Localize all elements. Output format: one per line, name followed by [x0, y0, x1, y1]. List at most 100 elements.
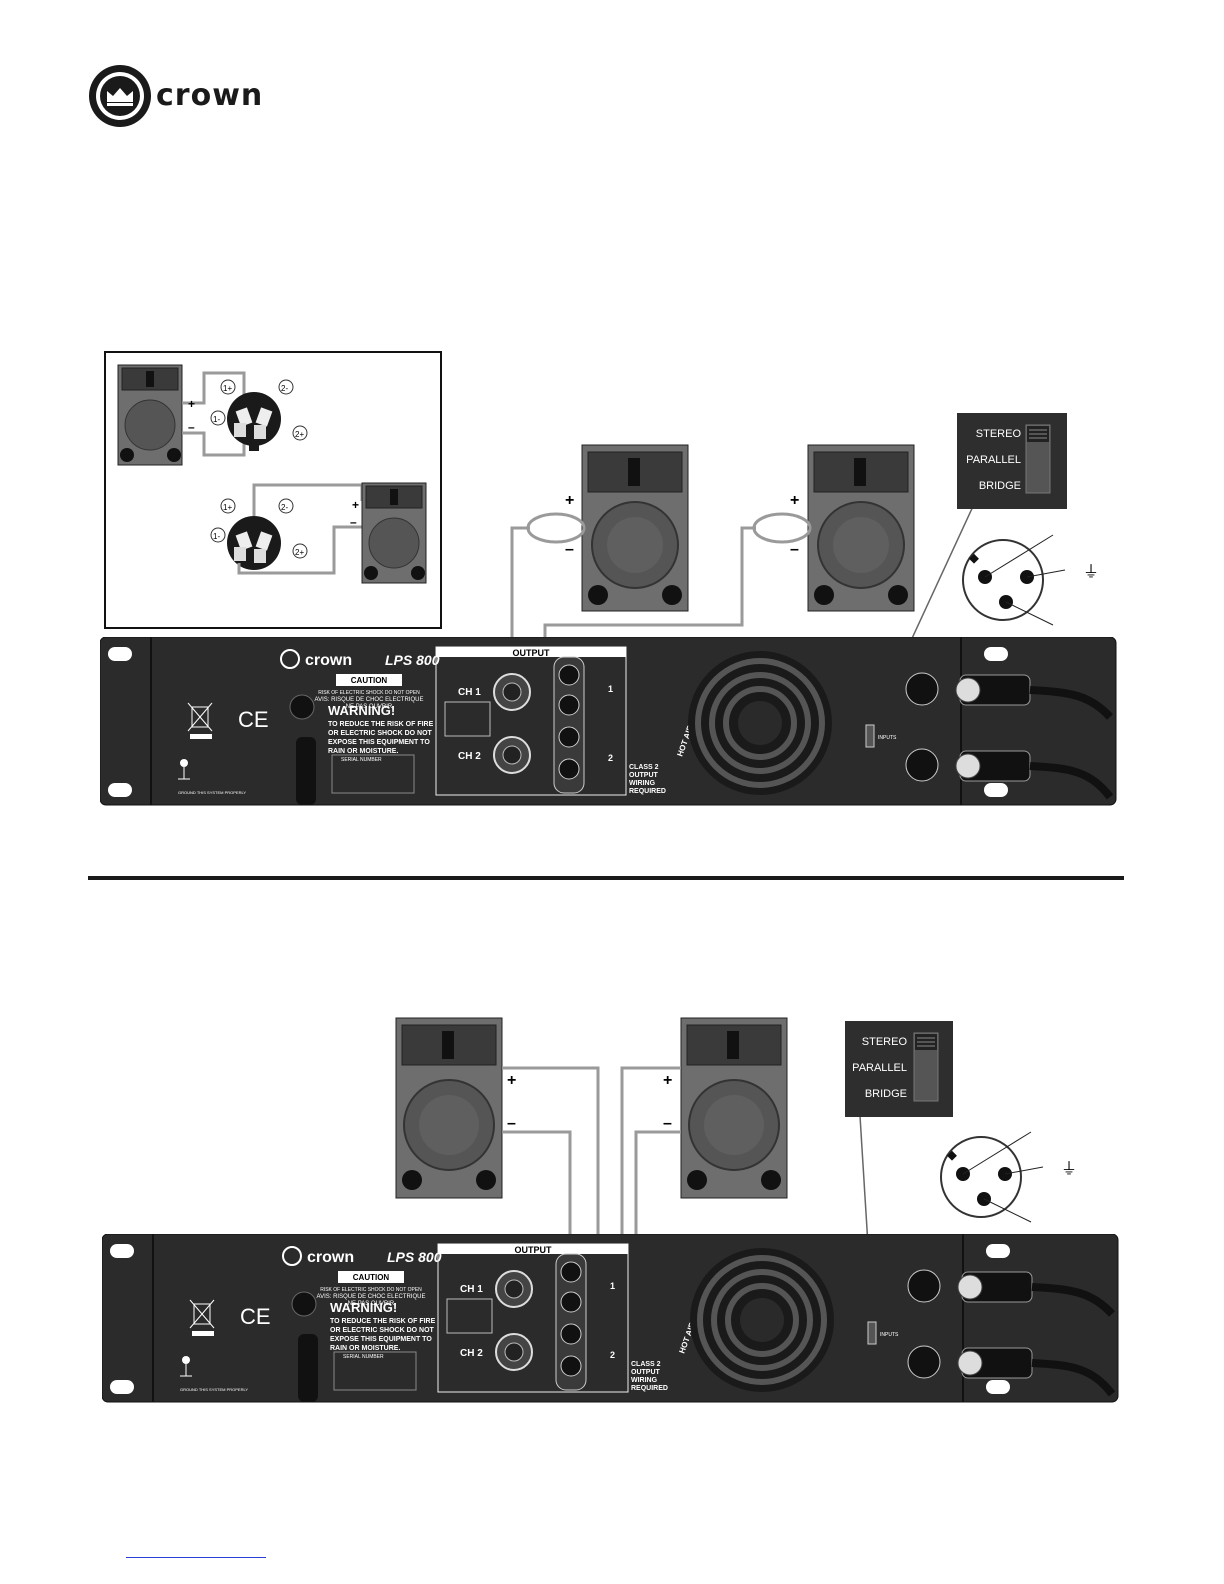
amp-bottom-warn-3: EXPOSE THIS EQUIPMENT TO [330, 1336, 432, 1343]
inset-diagram: + – 1+ 2- 1- 2+ 1+ 2- 1- 2+ + – [117, 364, 427, 584]
footer-link-underline[interactable] [126, 1557, 266, 1558]
crown-emblem-icon [89, 65, 151, 127]
amp-bottom-warn-1: TO REDUCE THE RISK OF FIRE [330, 1318, 436, 1325]
inset-pin-1plus-bottom: 1+ [223, 503, 232, 512]
ground-symbol-icon-top [178, 759, 190, 780]
inset-speaker-top [117, 364, 183, 466]
ground-symbol-icon-bottom [180, 1356, 192, 1377]
inset-pin-1plus-top: 1+ [223, 384, 232, 393]
amp-bottom-ne-pas: NE PAS OUVRIR [348, 1301, 395, 1307]
amp-top-warn-1: TO REDUCE THE RISK OF FIRE [328, 721, 434, 728]
amp-top-caution: CAUTION [351, 676, 388, 685]
amp-top-term-1: 1 [608, 684, 613, 694]
amp-bottom-class2-3: WIRING [631, 1377, 658, 1384]
speaker1-plus-label: + [565, 492, 574, 509]
mode-switch-top: STEREO PARALLEL BRIDGE [957, 413, 1067, 509]
amp-top-brand: crown [305, 652, 352, 669]
amp-top-term-2: 2 [608, 753, 613, 763]
amp-top-class2-2: OUTPUT [629, 772, 659, 779]
amp-top-ground: GROUND THIS SYSTEM PROPERLY [178, 790, 246, 795]
amp-bottom-avis: AVIS: RISQUE DE CHOC ELECTRIQUE [317, 1294, 426, 1300]
speaker-2-top [807, 444, 915, 612]
amp-bottom-warn-4: RAIN OR MOISTURE. [330, 1345, 400, 1352]
amp-top-output-label: OUTPUT [513, 648, 551, 658]
amp-top-inputs: INPUTS [878, 735, 897, 741]
inset-pin-1minus-bottom: 1- [213, 532, 220, 541]
amp-bottom-class2-1: CLASS 2 [631, 1361, 661, 1368]
top-wiring-diagram: + – + – [510, 444, 976, 752]
amp-bottom-ch1: CH 1 [460, 1284, 483, 1295]
speakon-connector-bottom [227, 516, 281, 570]
ground-icon: ⏚ [1083, 563, 1099, 581]
amp-bottom-serial: SERIAL NUMBER [343, 1354, 384, 1360]
switch-top-bridge: BRIDGE [979, 480, 1021, 492]
amp-top-avis: AVIS: RISQUE DE CHOC ELECTRIQUE [315, 697, 424, 703]
amp-bottom-ce-mark: CE [240, 1304, 271, 1329]
inset-pin-2plus-top: 2+ [295, 430, 304, 439]
switch-top-parallel: PARALLEL [966, 454, 1021, 466]
switch-bottom-bridge: BRIDGE [865, 1088, 907, 1100]
amp-bottom-term-2: 2 [610, 1350, 615, 1360]
xlr-pin-diagram-bottom: ⏚ [940, 1131, 1077, 1223]
xlr-pin-diagram-top: ⏚ [962, 534, 1099, 626]
inset-pin-1minus-top: 1- [213, 415, 220, 424]
amp-bottom-output-label: OUTPUT [515, 1245, 553, 1255]
amp-bottom-warn-2: OR ELECTRIC SHOCK DO NOT [330, 1327, 435, 1334]
section-divider [88, 876, 1124, 880]
inset-pin-2plus-bottom: 2+ [295, 548, 304, 557]
speakon-connector-top [227, 392, 281, 451]
amp-bottom-brand: crown [307, 1249, 354, 1266]
amp-top-model: LPS 800 [385, 652, 440, 668]
speaker-1-top [581, 444, 689, 612]
inset-speaker-bottom [361, 482, 427, 584]
amp-top-class2-3: WIRING [629, 780, 656, 787]
amp-top-ne-pas: NE PAS OUVRIR [346, 704, 393, 710]
amp-bottom-model: LPS 800 [387, 1249, 442, 1265]
mode-switch-bottom: STEREO PARALLEL BRIDGE [845, 1021, 953, 1117]
weee-bin-icon-bottom [189, 1299, 215, 1336]
amp-top-ch1: CH 1 [458, 687, 481, 698]
brand-wordmark: crown [156, 78, 264, 113]
bottom-wiring-diagram: + – + – [395, 1017, 873, 1372]
switch-top-stereo: STEREO [976, 428, 1022, 440]
switch-bottom-stereo: STEREO [862, 1036, 908, 1048]
fan-grille-top [688, 651, 832, 795]
amp-bottom-caution: CAUTION [353, 1273, 390, 1282]
amp-bottom-ch2: CH 2 [460, 1348, 483, 1359]
amp-bottom-term-1: 1 [610, 1281, 615, 1291]
amp-top-class2-4: REQUIRED [629, 788, 666, 795]
amp-top-caution-sub: RISK OF ELECTRIC SHOCK DO NOT OPEN [318, 690, 420, 696]
weee-bin-icon-top [187, 702, 213, 739]
inset-pin-2minus-top: 2- [281, 384, 288, 393]
amp-top-warn-3: EXPOSE THIS EQUIPMENT TO [328, 739, 430, 746]
ground-icon-bottom: ⏚ [1061, 1160, 1077, 1178]
amp-top-ch2: CH 2 [458, 751, 481, 762]
speaker2-minus-label: – [790, 541, 799, 558]
amp-top-serial: SERIAL NUMBER [341, 757, 382, 763]
switch-bottom-parallel: PARALLEL [852, 1062, 907, 1074]
speaker2-plus-label: + [790, 492, 799, 509]
inset-plus-top: + [188, 397, 195, 411]
amp-bottom-caution-sub: RISK OF ELECTRIC SHOCK DO NOT OPEN [320, 1287, 422, 1293]
amp-top-class2-1: CLASS 2 [629, 764, 659, 771]
amp-bottom-ground: GROUND THIS SYSTEM PROPERLY [180, 1387, 248, 1392]
speaker1b-plus-label: + [507, 1072, 516, 1089]
amp-bottom-class2-4: REQUIRED [631, 1385, 668, 1392]
amp-bottom-class2-2: OUTPUT [631, 1369, 661, 1376]
inset-plus-bottom: + [352, 498, 359, 512]
amp-bottom-inputs: INPUTS [880, 1332, 899, 1338]
speaker-1-bottom [395, 1017, 503, 1199]
speaker2b-minus-label: – [663, 1115, 672, 1132]
amp-top-warning: WARNING! [328, 703, 395, 718]
amplifier-rear-bottom: crown LPS 800 CAUTION RISK OF ELECTRIC S… [102, 1234, 1119, 1403]
amp-top-ce-mark: CE [238, 707, 269, 732]
fan-grille-bottom [690, 1248, 834, 1392]
speaker1-minus-label: – [565, 541, 574, 558]
inset-minus-top: – [188, 420, 195, 434]
speaker2b-plus-label: + [663, 1072, 672, 1089]
crown-logo [88, 64, 152, 128]
speaker1b-minus-label: – [507, 1115, 516, 1132]
inset-minus-bottom: – [350, 515, 357, 529]
amplifier-rear-top: crown LPS 800 CAUTION RISK OF ELECTRIC S… [100, 637, 1117, 806]
amp-top-warn-2: OR ELECTRIC SHOCK DO NOT [328, 730, 433, 737]
